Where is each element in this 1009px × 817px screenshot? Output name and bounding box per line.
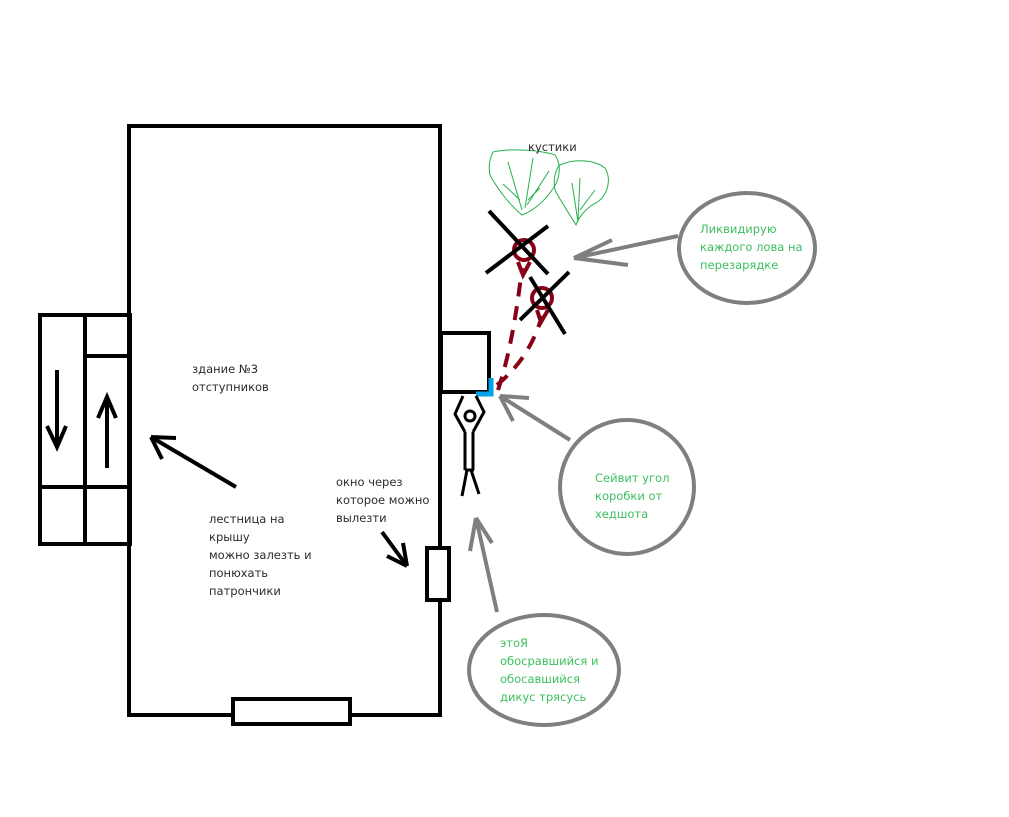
bushes-icon bbox=[488, 149, 609, 227]
arrow-down-icon bbox=[45, 370, 68, 452]
eliminated-cross-icon bbox=[484, 209, 550, 276]
window-pointer-arrow bbox=[380, 530, 409, 568]
window bbox=[425, 546, 451, 602]
ladder-label: лестница на крышу можно залезть и понюха… bbox=[209, 512, 315, 598]
callout-corner-text: Сейвит угол коробки от хедшота bbox=[595, 471, 673, 521]
enemy-path-dashed bbox=[495, 267, 544, 391]
bushes-label: кустики bbox=[528, 140, 577, 154]
building-outline bbox=[127, 124, 442, 717]
callout-me-text: этоЯ обосравшийся и обосавшийся дикус тр… bbox=[500, 636, 602, 704]
ladder-pointer-arrow bbox=[149, 435, 238, 489]
eliminated-cross-icon bbox=[518, 270, 571, 336]
window-label: окно через которое можно вылезти bbox=[336, 475, 433, 525]
enemy-marker-icon bbox=[530, 286, 554, 327]
bottom-door bbox=[231, 697, 352, 726]
player-stick-figure-icon bbox=[453, 395, 486, 497]
callout-me bbox=[467, 516, 621, 727]
arrow-up-icon bbox=[96, 391, 118, 468]
building-label: здание №3 отступников bbox=[192, 362, 269, 394]
callout-corner bbox=[498, 394, 696, 556]
callout-eliminate-text: Ликвидирую каждого лова на перезарядке bbox=[700, 222, 806, 272]
callout-eliminate bbox=[573, 191, 817, 305]
ladder-block bbox=[38, 313, 132, 546]
corner-highlight bbox=[476, 378, 494, 397]
corner-box bbox=[439, 331, 491, 394]
